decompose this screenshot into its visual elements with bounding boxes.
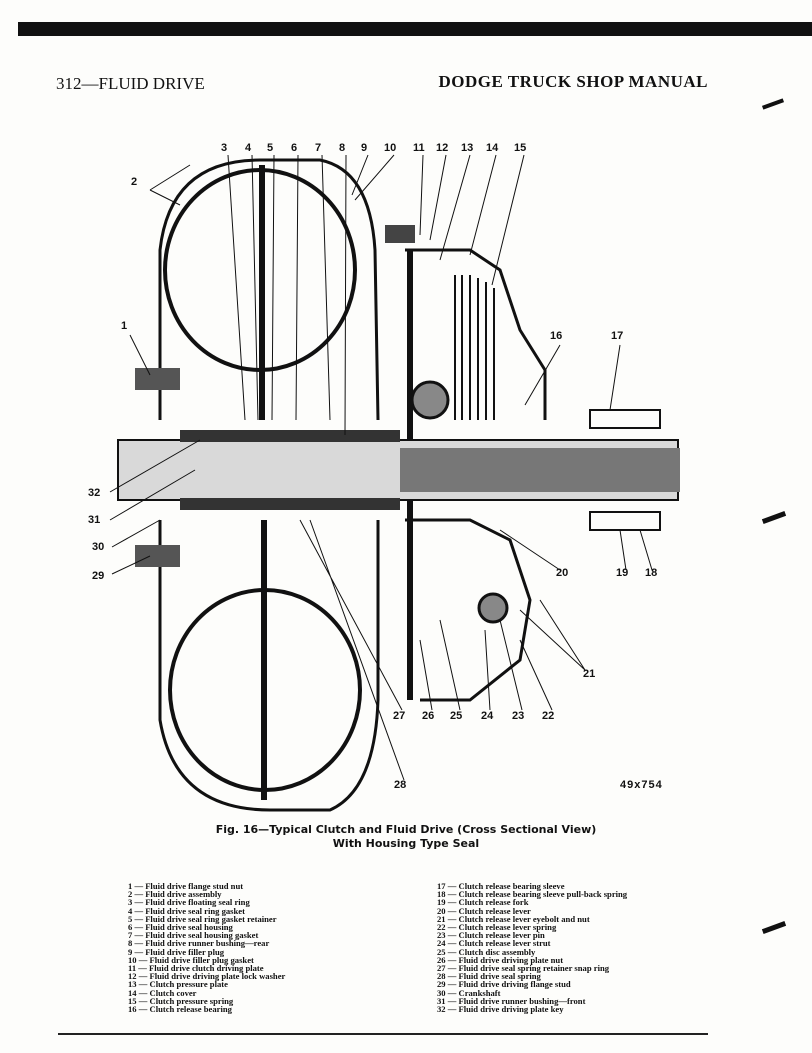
legend-item: 16 — Clutch release bearing bbox=[128, 1004, 232, 1015]
legend-right: 17 — Clutch release bearing sleeve 18 — … bbox=[437, 881, 628, 1015]
fluid-drive-housing-top bbox=[158, 158, 380, 421]
top-rule bbox=[18, 22, 812, 36]
legend-item: 31 — Fluid drive runner bushing—front bbox=[437, 995, 586, 1006]
legend-item: 19 — Clutch release fork bbox=[437, 897, 529, 908]
legend-item: 18 — Clutch release bearing sleeve pull-… bbox=[437, 889, 628, 900]
figure-caption-line2: With Housing Type Seal bbox=[332, 837, 480, 850]
legend-item: 13 — Clutch pressure plate bbox=[128, 979, 228, 990]
legend-item: 11 — Fluid drive clutch driving plate bbox=[128, 963, 264, 974]
callout-29: 29 bbox=[92, 570, 105, 582]
figure-number: 49x754 bbox=[620, 779, 663, 791]
callout-32: 32 bbox=[88, 487, 101, 499]
bottom-rule bbox=[58, 1033, 708, 1035]
callout-21: 21 bbox=[583, 668, 596, 680]
legend-item: 9 — Fluid drive filler plug bbox=[128, 946, 225, 957]
clutch-cover-bottom bbox=[405, 518, 532, 702]
legend-item: 4 — Fluid drive seal ring gasket bbox=[128, 905, 245, 916]
legend-item: 2 — Fluid drive assembly bbox=[128, 889, 222, 900]
legend-item: 26 — Fluid drive driving plate nut bbox=[437, 954, 564, 965]
legend-item: 27 — Fluid drive seal spring retainer sn… bbox=[437, 963, 610, 974]
legend-item: 6 — Fluid drive seal housing bbox=[128, 922, 233, 933]
legend-item: 20 — Clutch release lever bbox=[437, 905, 531, 916]
flange-stud-nut bbox=[135, 368, 180, 390]
legend-item: 25 — Clutch disc assembly bbox=[437, 946, 536, 957]
clutch-cover-top bbox=[405, 248, 547, 420]
legend-item: 24 — Clutch release lever strut bbox=[437, 938, 551, 949]
fluid-drive-housing-bottom bbox=[158, 520, 380, 812]
callout-3: 3 bbox=[221, 142, 228, 154]
callout-18: 18 bbox=[645, 567, 658, 579]
splined-shaft bbox=[400, 448, 680, 492]
callout-1: 1 bbox=[121, 320, 128, 332]
callout-27: 27 bbox=[393, 710, 406, 722]
callout-26: 26 bbox=[422, 710, 435, 722]
callout-22: 22 bbox=[542, 710, 555, 722]
legend-item: 22 — Clutch release lever spring bbox=[437, 922, 557, 933]
legend-item: 23 — Clutch release lever pin bbox=[437, 930, 545, 941]
figure-caption-line1: Fig. 16—Typical Clutch and Fluid Drive (… bbox=[215, 823, 597, 836]
callout-17: 17 bbox=[611, 330, 624, 342]
callout-24: 24 bbox=[481, 710, 494, 722]
legend-item: 15 — Clutch pressure spring bbox=[128, 995, 234, 1006]
callout-9: 9 bbox=[361, 142, 368, 154]
legend-item: 5 — Fluid drive seal ring gasket retaine… bbox=[128, 913, 277, 924]
callout-15: 15 bbox=[514, 142, 527, 154]
legend-item: 10 — Fluid drive filler plug gasket bbox=[128, 954, 254, 965]
manual-title: DODGE TRUCK SHOP MANUAL bbox=[438, 72, 708, 91]
callout-5: 5 bbox=[267, 142, 274, 154]
legend-item: 28 — Fluid drive seal spring bbox=[437, 971, 541, 982]
callout-30: 30 bbox=[92, 541, 105, 553]
callout-31: 31 bbox=[88, 514, 101, 526]
callout-23: 23 bbox=[512, 710, 525, 722]
legend-item: 7 — Fluid drive seal housing gasket bbox=[128, 930, 259, 941]
legend-item: 3 — Fluid drive floating seal ring bbox=[128, 897, 250, 908]
legend-item: 17 — Clutch release bearing sleeve bbox=[437, 881, 565, 891]
callout-4: 4 bbox=[245, 142, 252, 154]
callout-14: 14 bbox=[486, 142, 499, 154]
callout-8: 8 bbox=[339, 142, 346, 154]
callout-6: 6 bbox=[291, 142, 298, 154]
callout-13: 13 bbox=[461, 142, 474, 154]
callout-2: 2 bbox=[131, 176, 138, 188]
callout-16: 16 bbox=[550, 330, 563, 342]
legend-left: 1 — Fluid drive flange stud nut 2 — Flui… bbox=[128, 881, 286, 1015]
callout-10: 10 bbox=[384, 142, 397, 154]
legend-item: 8 — Fluid drive runner bushing—rear bbox=[128, 938, 270, 949]
legend-item: 12 — Fluid drive driving plate lock wash… bbox=[128, 971, 286, 982]
legend-item: 32 — Fluid drive driving plate key bbox=[437, 1004, 564, 1015]
callout-11: 11 bbox=[413, 142, 425, 154]
callout-28: 28 bbox=[394, 779, 407, 791]
callout-12: 12 bbox=[436, 142, 449, 154]
legend-item: 30 — Crankshaft bbox=[437, 987, 501, 998]
callout-20: 20 bbox=[556, 567, 569, 579]
legend-item: 21 — Clutch release lever eyebolt and nu… bbox=[437, 913, 590, 924]
callout-25: 25 bbox=[450, 710, 463, 722]
legend-item: 1 — Fluid drive flange stud nut bbox=[128, 881, 244, 891]
callout-19: 19 bbox=[616, 567, 629, 579]
page-section-header: 312—FLUID DRIVE bbox=[56, 74, 205, 93]
legend-item: 29 — Fluid drive driving flange stud bbox=[437, 979, 571, 990]
legend-item: 14 — Clutch cover bbox=[128, 987, 197, 998]
callout-7: 7 bbox=[315, 142, 322, 154]
